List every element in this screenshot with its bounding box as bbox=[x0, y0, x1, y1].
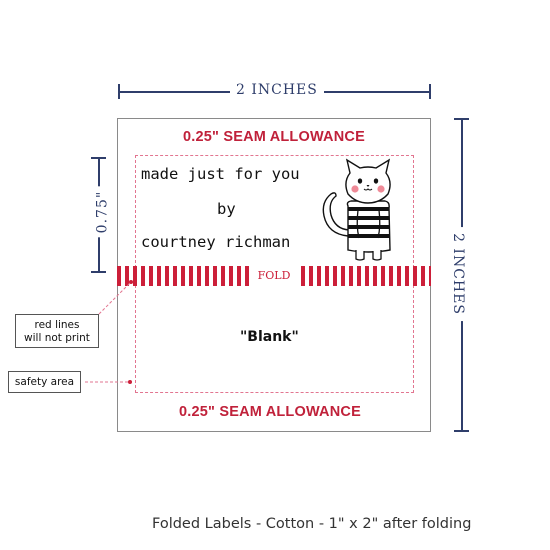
label-text-line-3: courtney richman bbox=[141, 233, 291, 251]
label-text-line-2: by bbox=[217, 200, 236, 218]
red-lines-callout-line-2: will not print bbox=[24, 332, 90, 344]
product-caption: Folded Labels - Cotton - 1" x 2" after f… bbox=[152, 516, 472, 532]
red-lines-callout: red lines will not print bbox=[15, 314, 99, 348]
safety-area-leader-dot bbox=[128, 380, 132, 384]
red-lines-callout-line-1: red lines bbox=[34, 319, 80, 331]
cat-illustration-icon bbox=[322, 158, 391, 261]
top-section-tick-top bbox=[91, 157, 106, 159]
width-dimension-label: 2 INCHES bbox=[230, 82, 324, 98]
red-lines-leader bbox=[98, 282, 131, 315]
width-dimension-tick-right bbox=[429, 84, 431, 99]
label-text-line-1: made just for you bbox=[141, 165, 300, 183]
width-dimension-tick-left bbox=[118, 84, 120, 99]
seam-allowance-top: 0.25" SEAM ALLOWANCE bbox=[183, 129, 365, 145]
blank-placeholder-text: "Blank" bbox=[240, 329, 299, 345]
height-dimension-tick-bottom bbox=[454, 430, 469, 432]
red-lines-leader-dot bbox=[129, 280, 133, 284]
safety-area-callout: safety area bbox=[8, 371, 81, 393]
height-dimension-tick-top bbox=[454, 118, 469, 120]
top-section-tick-bottom bbox=[91, 271, 106, 273]
fold-label: FOLD bbox=[251, 266, 297, 286]
seam-allowance-bottom: 0.25" SEAM ALLOWANCE bbox=[179, 404, 361, 420]
